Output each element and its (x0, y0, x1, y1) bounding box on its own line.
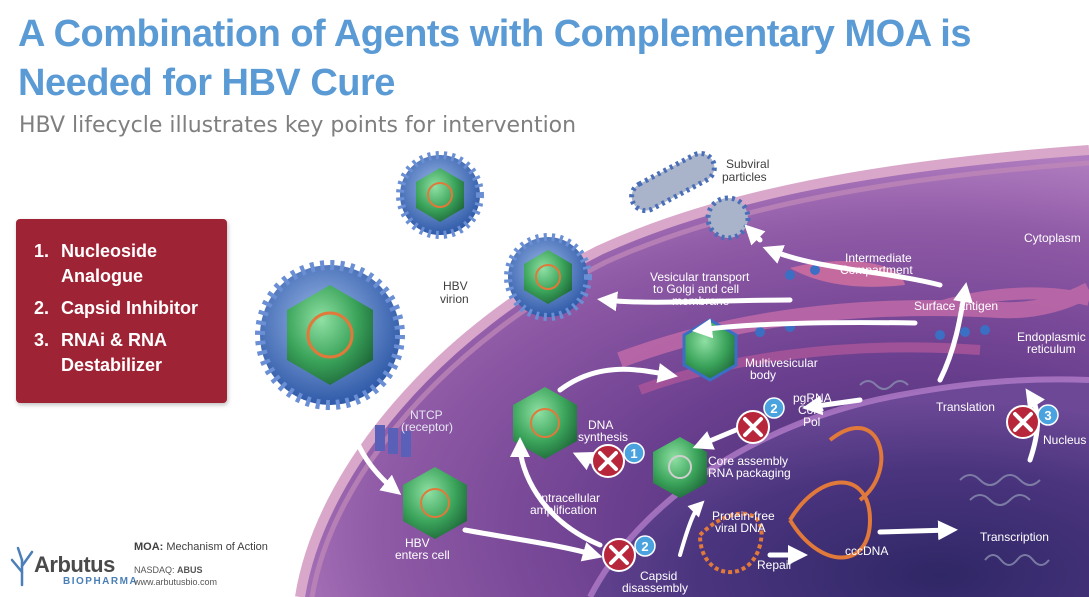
inhibit-x-icon (602, 538, 636, 572)
badge-3-text: 3 (1044, 408, 1051, 423)
moa-definition: MOA: Mechanism of Action (134, 541, 268, 553)
logo-subtitle: BIOPHARMA (63, 576, 139, 587)
moa-item-2: 2.Capsid Inhibitor (34, 298, 198, 318)
page-title: A Combination of Agents with Complementa… (18, 13, 971, 104)
label-translation: Translation (936, 400, 995, 414)
cell-membrane (295, 145, 1089, 597)
label-cccdna: cccDNA (845, 544, 888, 558)
moa-item-3: 3.RNAi & RNA Destabilizer (34, 330, 167, 375)
number-badge-icon: 2 (634, 535, 656, 557)
subviral-particles (629, 150, 751, 241)
virion-icon (504, 233, 592, 321)
number-badge-icon: 1 (623, 442, 645, 464)
inhibit-x-icon (591, 444, 625, 478)
virion-icon (255, 260, 405, 410)
inhibit-x-icon (1006, 405, 1040, 439)
nasdaq-ticker: NASDAQ: ABUS (134, 565, 203, 575)
website-link[interactable]: www.arbutusbio.com (134, 577, 218, 587)
label-surface-antigen: Surface antigen (914, 299, 998, 313)
moa-item-1: 1.Nucleoside Analogue (34, 241, 158, 286)
capsid-icon (403, 467, 467, 539)
badge-2b-text: 2 (641, 539, 648, 554)
arbutus-logo-icon (10, 546, 34, 587)
label-ntcp: NTCP(receptor) (401, 408, 453, 434)
logo-name: Arbutus (34, 552, 115, 577)
badge-2-text: 2 (770, 401, 777, 416)
label-cytoplasm: Cytoplasm (1024, 231, 1081, 245)
number-badge-icon: 2 (763, 397, 785, 419)
moa-list-box: 1.Nucleoside Analogue 2.Capsid Inhibitor… (16, 219, 227, 403)
label-repair: Repair (757, 558, 792, 572)
virion-icon (396, 151, 484, 239)
ntcp-receptor (375, 425, 411, 457)
cccdna-helix (698, 425, 884, 574)
number-badge-icon: 3 (1037, 404, 1059, 426)
page-subtitle: HBV lifecycle illustrates key points for… (19, 113, 577, 138)
label-nucleus: Nucleus (1043, 433, 1086, 447)
nucleus (590, 379, 1089, 597)
inhibit-x-icon (736, 410, 770, 444)
capsid-icon (653, 437, 707, 498)
moa-list: 1.Nucleoside Analogue 2.Capsid Inhibitor… (34, 239, 219, 378)
label-transcription: Transcription (980, 530, 1049, 544)
badge-1-text: 1 (630, 446, 637, 461)
